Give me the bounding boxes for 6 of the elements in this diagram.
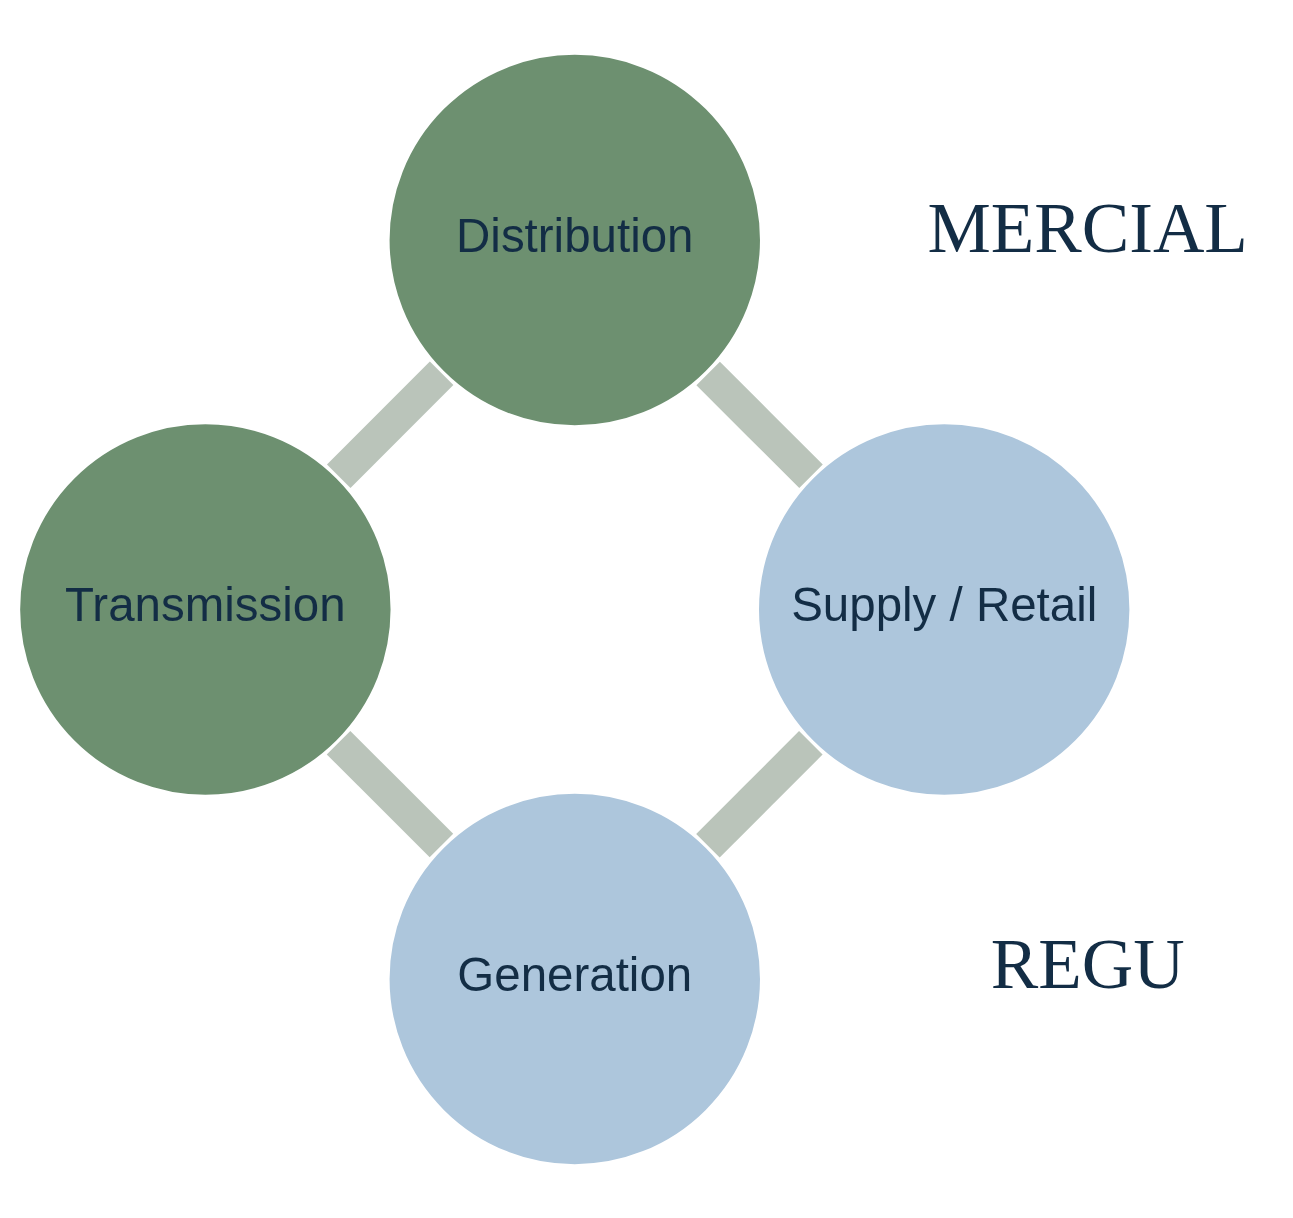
label: MERCIAL (927, 188, 1248, 267)
connector (326, 361, 454, 488)
connector (696, 730, 823, 857)
label: REGU (990, 924, 1185, 1003)
connector (696, 361, 823, 488)
connector (326, 730, 454, 857)
